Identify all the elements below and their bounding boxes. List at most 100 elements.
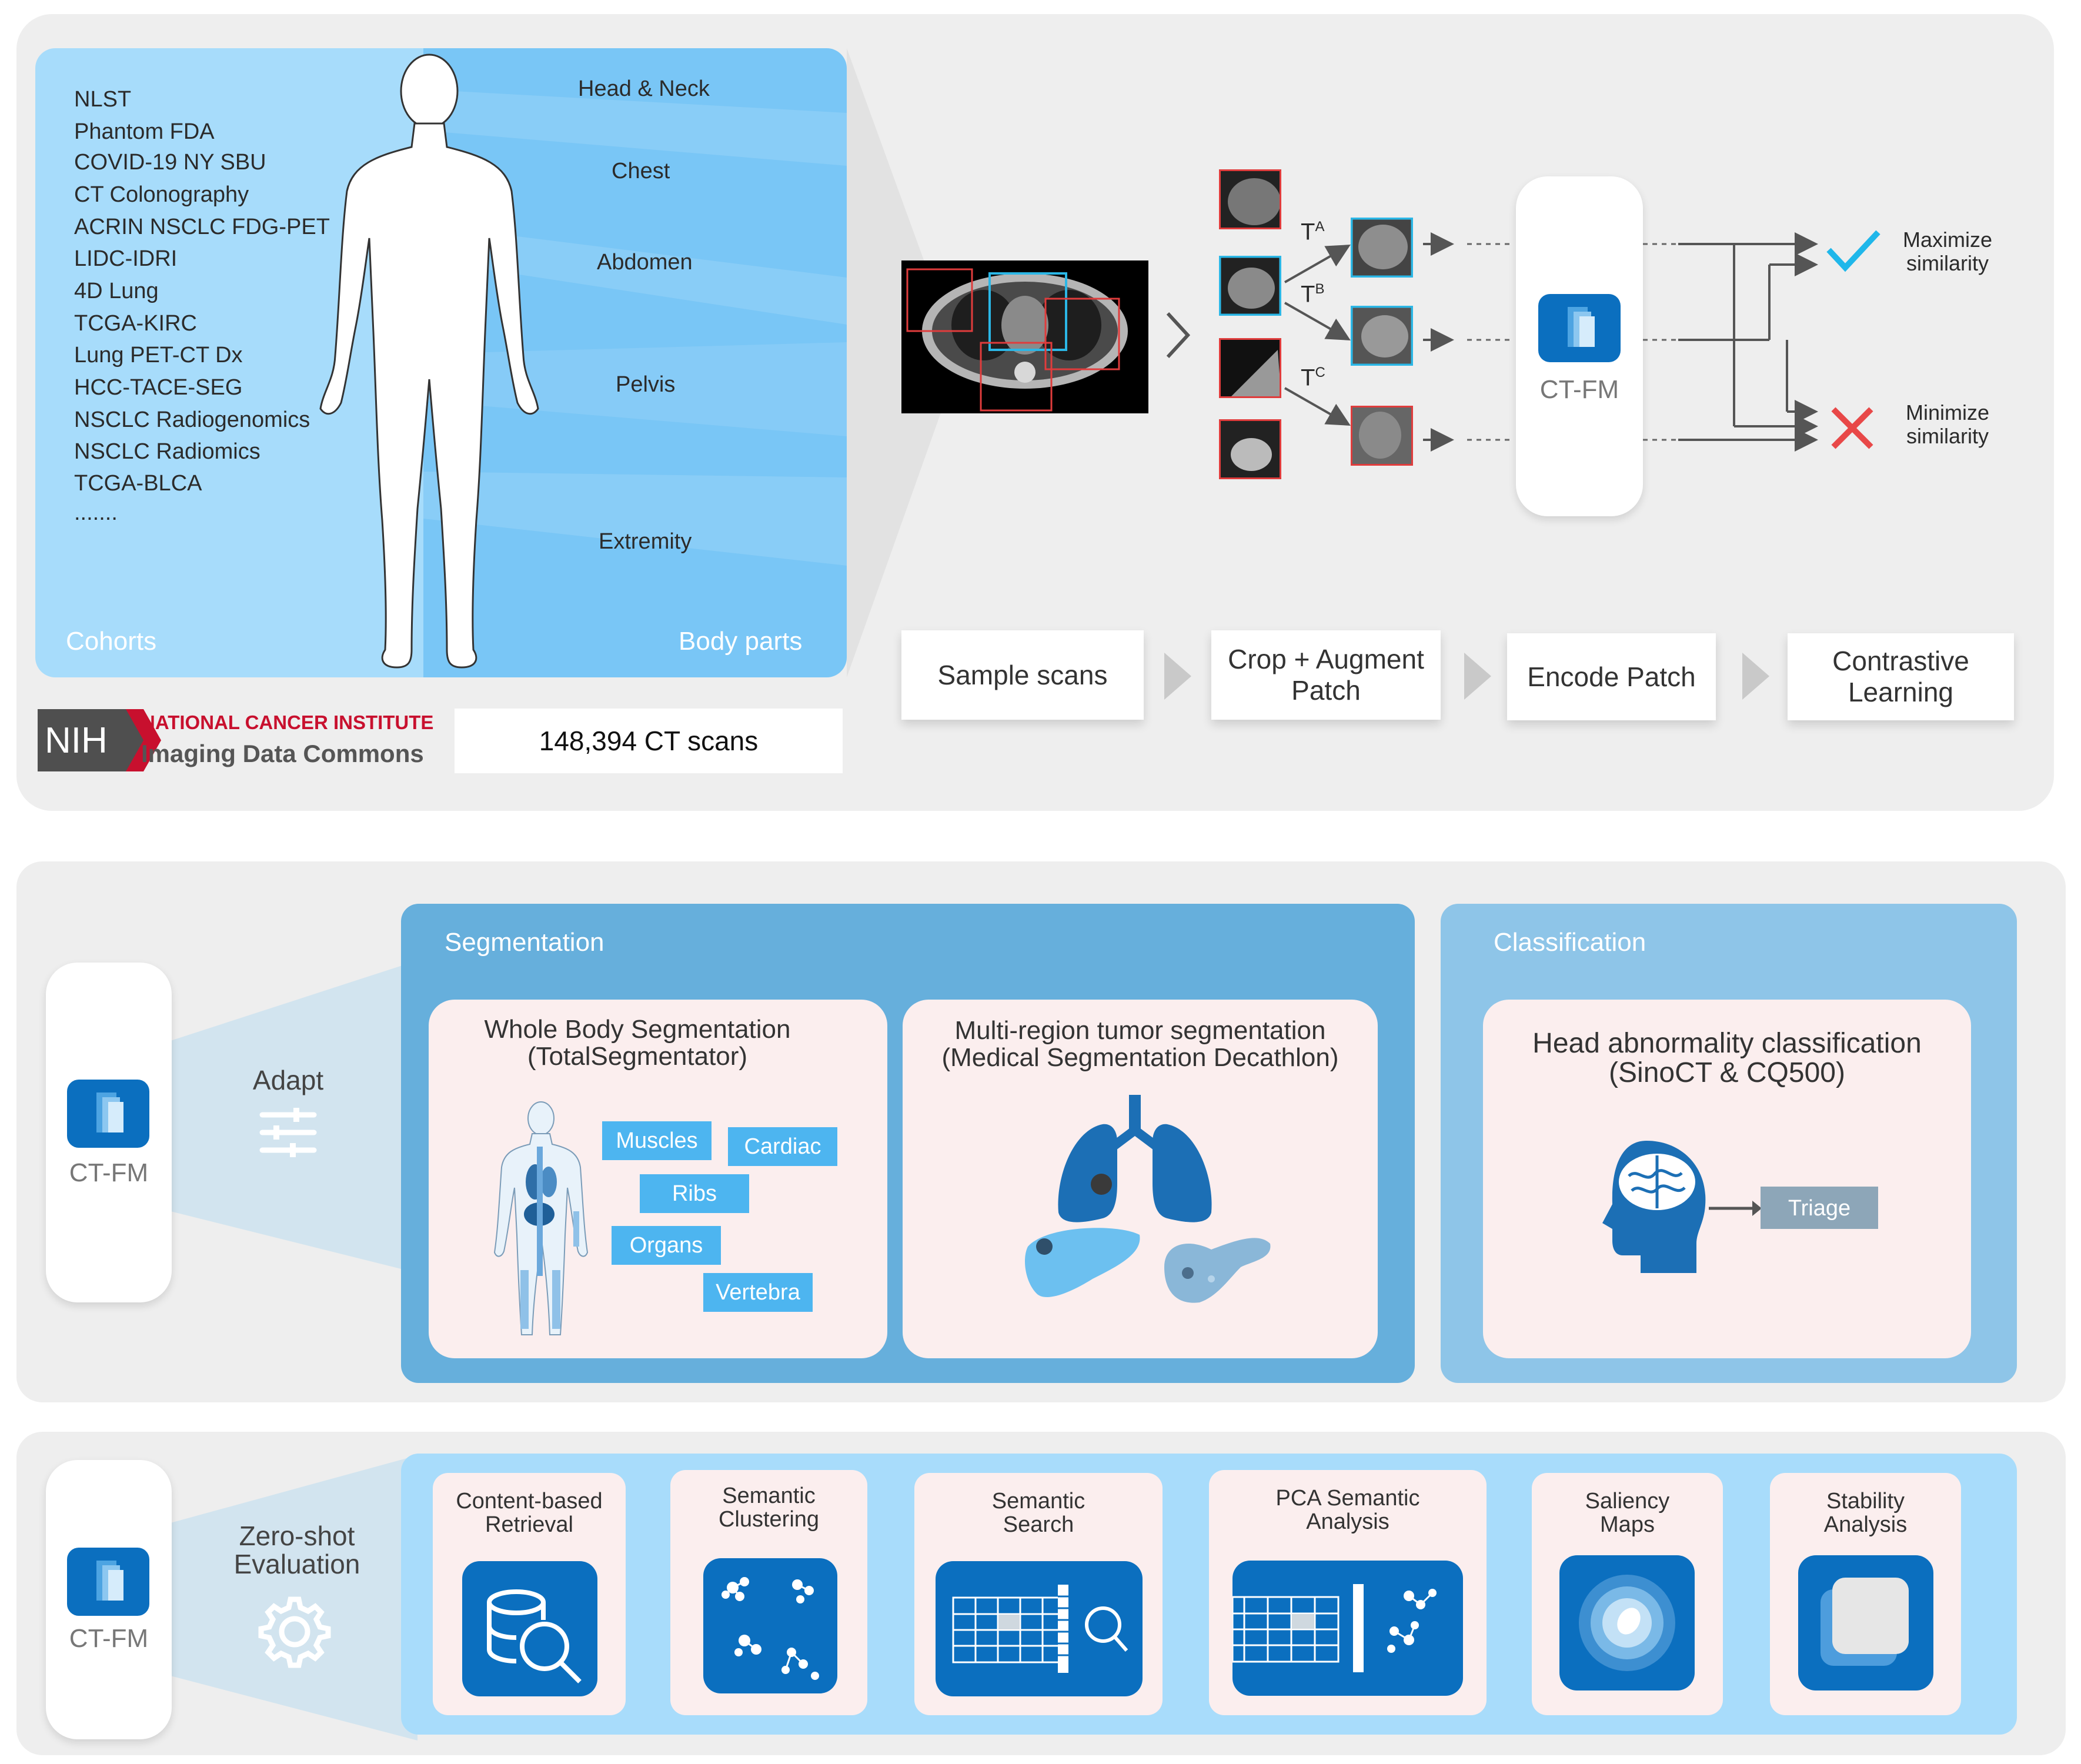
liver-icon xyxy=(1025,1228,1140,1297)
body-part-label: Head & Neck xyxy=(578,76,710,101)
cohort-item: 4D Lung xyxy=(74,279,159,303)
gear-icon xyxy=(258,1596,331,1668)
step-arrow-icon xyxy=(1164,653,1191,700)
human-body-icon xyxy=(319,54,539,669)
step-crop-augment: Crop + Augment Patch xyxy=(1211,630,1441,720)
tool-semantic-clustering: Semantic Clustering xyxy=(670,1470,867,1715)
minimize-similarity: Minimize similarity xyxy=(1905,400,1989,448)
ct-fm-label: CT-FM xyxy=(69,1158,149,1187)
step-arrow-icon xyxy=(1464,653,1491,700)
body-part-bands xyxy=(423,89,847,566)
augment-arrows xyxy=(1284,232,1514,452)
scan-count: 148,394 CT scans xyxy=(539,726,759,756)
transform-label: TA xyxy=(1301,219,1325,245)
cohort-item: NLST xyxy=(74,87,132,112)
chevron-right-icon xyxy=(1166,312,1191,359)
ct-fm-label: CT-FM xyxy=(69,1624,149,1653)
ct-scan-icon xyxy=(901,260,1148,413)
step-arrow-icon xyxy=(1742,653,1769,700)
tool-label: Content-based Retrieval xyxy=(456,1489,603,1537)
crop-patch xyxy=(1219,256,1281,316)
tool-pca-semantic: PCA Semantic Analysis xyxy=(1209,1470,1487,1715)
maximize-similarity: Maximize similarity xyxy=(1902,228,1992,275)
sliders-icon xyxy=(259,1108,317,1157)
augmented-patch xyxy=(1351,306,1413,366)
cohort-item: NSCLC Radiomics xyxy=(74,439,260,464)
crop-patch xyxy=(1219,419,1281,479)
cohort-item: CT Colonography xyxy=(74,182,249,207)
tool-label: Saliency Maps xyxy=(1585,1489,1670,1537)
tool-label: Stability Analysis xyxy=(1823,1489,1908,1537)
clusters-icon xyxy=(703,1558,837,1693)
crop-patch xyxy=(1219,169,1281,229)
lungs-icon xyxy=(1058,1095,1212,1222)
tool-label: Semantic Clustering xyxy=(718,1484,820,1532)
cohort-item: TCGA-KIRC xyxy=(74,311,197,336)
anatomy-body-icon xyxy=(493,1101,589,1335)
cohort-item: ACRIN NSCLC FDG-PET xyxy=(74,215,330,239)
cohort-item: Phantom FDA xyxy=(74,119,215,144)
triage-arrow xyxy=(1709,1201,1762,1216)
stability-icon xyxy=(1798,1555,1933,1690)
tool-stability-analysis: Stability Analysis xyxy=(1770,1473,1961,1715)
zero-shot-label: Zero-shot Evaluation xyxy=(233,1521,360,1579)
step-contrastive-learning: Contrastive Learning xyxy=(1788,633,2014,720)
cohort-item: TCGA-BLCA xyxy=(74,471,202,496)
triage-label: Triage xyxy=(1788,1196,1851,1221)
scan-count-box xyxy=(455,709,843,773)
body-parts-label: Body parts xyxy=(679,627,803,656)
zoom-wedge xyxy=(847,48,941,677)
tag-vertebra: Vertebra xyxy=(703,1273,813,1312)
transform-label: TB xyxy=(1301,281,1325,308)
nih-chevron-icon xyxy=(126,709,161,771)
multi-region-title: Multi-region tumor segmentation (Medical… xyxy=(941,1016,1339,1072)
nih-line1: NATIONAL CANCER INSTITUTE xyxy=(141,711,434,733)
cohorts-label: Cohorts xyxy=(66,627,157,656)
body-part-label: Chest xyxy=(612,159,670,183)
cohorts-area xyxy=(35,48,435,677)
cohort-item: COVID-19 NY SBU xyxy=(74,150,266,175)
tag-organs: Organs xyxy=(612,1226,721,1265)
tool-saliency-maps: Saliency Maps xyxy=(1532,1473,1723,1715)
cohort-item: LIDC-IDRI xyxy=(74,246,178,271)
nih-badge xyxy=(38,709,143,771)
classification-title: Classification xyxy=(1494,928,1646,957)
step-sample-scans: Sample scans xyxy=(901,630,1144,720)
body-part-label: Pelvis xyxy=(616,372,676,397)
grid-search-icon xyxy=(936,1561,1143,1696)
whole-body-title: Whole Body Segmentation (TotalSegmentato… xyxy=(484,1015,791,1071)
tool-semantic-search: Semantic Search xyxy=(914,1473,1163,1715)
tool-content-retrieval: Content-based Retrieval xyxy=(433,1473,626,1715)
tag-cardiac: Cardiac xyxy=(728,1127,837,1166)
pancreas-icon xyxy=(1164,1238,1271,1303)
database-search-icon xyxy=(462,1561,597,1696)
tag-muscles: Muscles xyxy=(602,1121,712,1160)
cohort-item: HCC-TACE-SEG xyxy=(74,375,243,400)
nih-badge-text: NIH xyxy=(45,720,108,761)
transform-label: TC xyxy=(1301,365,1325,391)
adapt-label: Adapt xyxy=(252,1065,324,1095)
cohort-item: Lung PET-CT Dx xyxy=(74,343,243,368)
head-brain-icon xyxy=(1602,1141,1706,1273)
body-part-label: Extremity xyxy=(599,529,692,554)
triage-box xyxy=(1761,1187,1878,1229)
nih-line2: Imaging Data Commons xyxy=(141,740,424,767)
tool-label: PCA Semantic Analysis xyxy=(1275,1486,1420,1534)
crop-patch xyxy=(1219,338,1281,398)
contrastive-arrows xyxy=(1643,232,1818,452)
ct-fm-logo-icon xyxy=(67,1080,149,1148)
saliency-icon xyxy=(1559,1555,1695,1690)
cross-icon xyxy=(1831,407,1873,449)
head-classification-card xyxy=(1483,1000,1971,1358)
nih-logo: NIH NATIONAL CANCER INSTITUTE Imaging Da… xyxy=(38,709,449,774)
multi-region-card xyxy=(903,1000,1378,1358)
ct-fm-logo-icon xyxy=(67,1548,149,1616)
tag-ribs: Ribs xyxy=(640,1174,749,1213)
step-encode-patch: Encode Patch xyxy=(1507,633,1716,720)
ct-fm-label: CT-FM xyxy=(1539,375,1619,404)
body-part-label: Abdomen xyxy=(597,250,693,275)
augmented-patch xyxy=(1351,406,1413,466)
ct-fm-logo-icon xyxy=(1538,294,1621,362)
cohort-item: ....... xyxy=(74,500,118,525)
checkmark-icon xyxy=(1826,230,1880,272)
